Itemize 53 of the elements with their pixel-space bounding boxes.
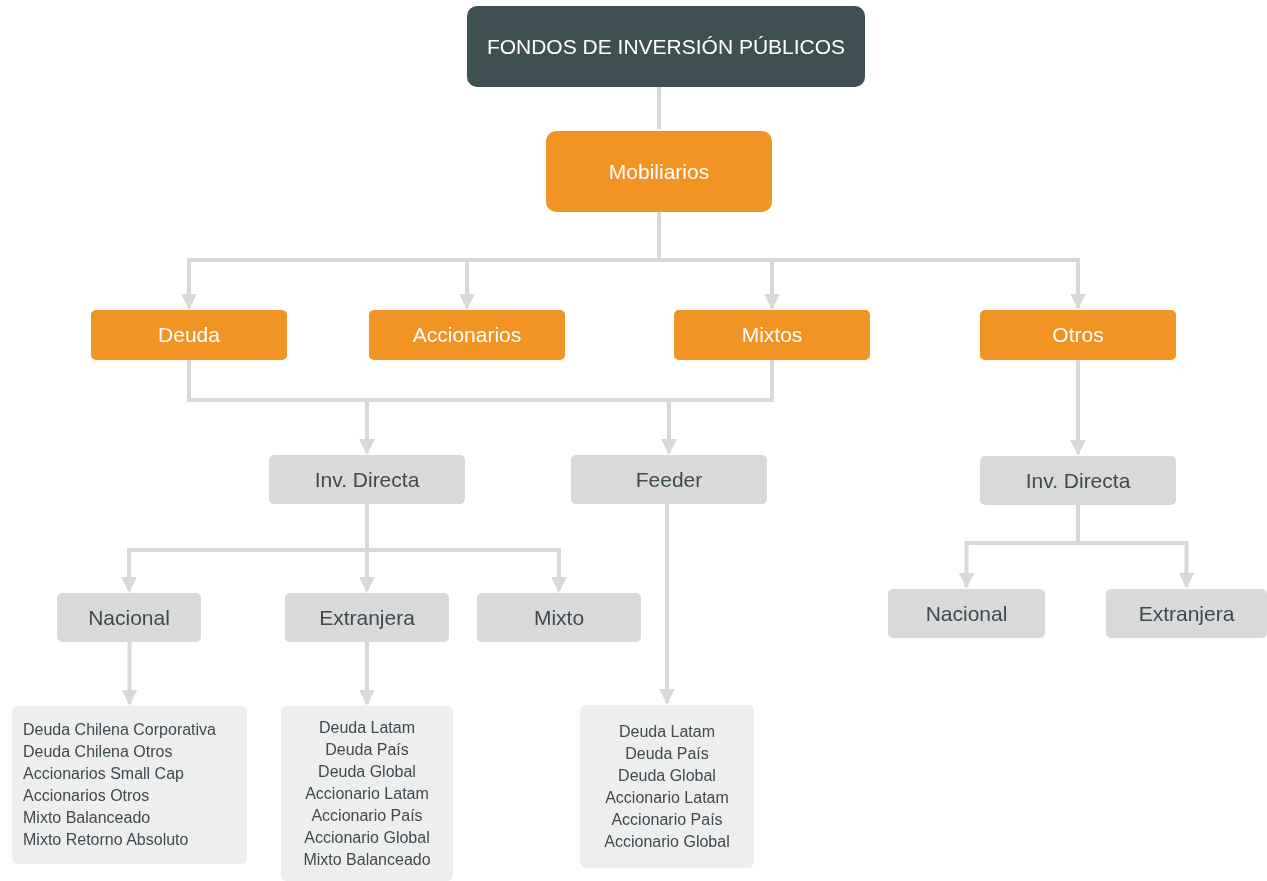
arrow (1070, 360, 1086, 456)
type-box (980, 456, 1176, 505)
type-box (1106, 589, 1267, 638)
box-label: Extranjera (319, 605, 415, 630)
list-item: Accionario Latam (305, 783, 429, 804)
box-label: Inv. Directa (314, 467, 420, 492)
list-item: Accionario Global (304, 827, 430, 848)
list-item: Deuda Global (318, 761, 416, 782)
list-item: Accionario Latam (605, 787, 729, 808)
box-label: Nacional (925, 601, 1008, 626)
connector-line (657, 87, 661, 129)
arrow (121, 642, 138, 706)
list-item: Accionario Global (604, 831, 730, 852)
type-box (57, 593, 201, 642)
list-item: Deuda Global (618, 765, 716, 786)
list-item: Deuda Latam (618, 721, 716, 742)
list-item: Deuda País (625, 743, 709, 764)
category-box (91, 310, 287, 360)
box-label: Mobiliarios (608, 159, 710, 184)
type-box (571, 455, 767, 504)
category-box (369, 310, 565, 360)
box-label: Mixto (533, 605, 585, 630)
fund-list-box (12, 706, 247, 864)
list-item: Deuda Chilena Otros (23, 742, 173, 762)
list-item: Mixto Balanceado (23, 808, 151, 828)
arrow (659, 504, 675, 705)
box-label: Inv. Directa (1025, 468, 1131, 493)
list-item: Accionarios Otros (23, 786, 150, 806)
type-box (269, 455, 465, 504)
type-box (285, 593, 449, 642)
list-item: Accionario País (311, 805, 423, 826)
type-box (888, 589, 1045, 638)
list-item: Mixto Retorno Absoluto (23, 830, 189, 850)
arrow (359, 642, 375, 706)
box-label: Otros (1052, 323, 1104, 347)
type-box (477, 593, 641, 642)
title-box (467, 6, 865, 87)
list-item: Accionarios Small Cap (23, 764, 184, 784)
category-box (674, 310, 870, 360)
box-label: Nacional (88, 605, 170, 630)
list-item: Accionario País (611, 809, 723, 830)
box-label: Feeder (635, 467, 703, 492)
category-box (546, 131, 772, 212)
list-item: Deuda País (325, 739, 409, 760)
box-label: Accionarios (412, 323, 522, 347)
box-label: Extranjera (1138, 601, 1235, 626)
list-item: Deuda Chilena Corporativa (23, 720, 216, 740)
list-item: Mixto Balanceado (303, 849, 431, 870)
category-box (980, 310, 1176, 360)
box-label: Mixtos (741, 323, 803, 347)
box-label: Deuda (158, 323, 220, 347)
list-item: Deuda Latam (318, 717, 416, 738)
box-label: FONDOS DE INVERSIÓN PÚBLICOS (486, 34, 846, 59)
